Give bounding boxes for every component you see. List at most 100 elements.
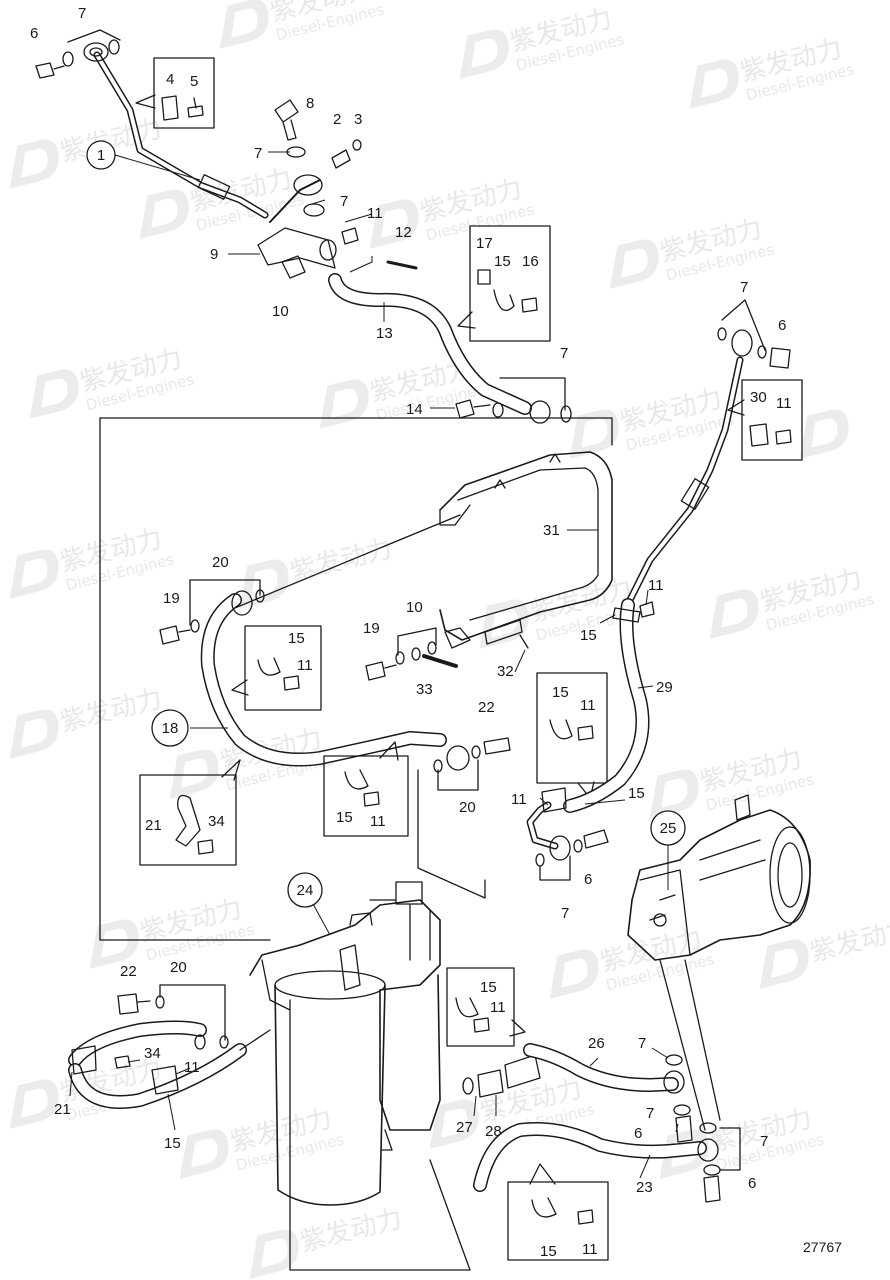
callout-label: 11 [184, 1059, 200, 1076]
filter-stud [339, 944, 361, 991]
detail-box-15-11-e [507, 1181, 609, 1261]
circled-callout-24: 24 [287, 872, 323, 908]
leader [229, 514, 461, 611]
bolt-6 [703, 1175, 721, 1203]
watermark-logo: 紫发动力 Diesel-Engines [360, 174, 536, 249]
banjo-fitting-1 [83, 42, 109, 62]
watermark-logo: 紫发动力 Diesel-Engines [680, 34, 856, 109]
callout-label: 5 [190, 73, 198, 90]
bracket-9 [257, 227, 336, 269]
bracket-31 [439, 451, 613, 641]
watermark-logo: 紫发动力 Diesel-Engines [130, 164, 306, 239]
callout-label: 6 [30, 25, 38, 42]
bolt-22 [117, 993, 151, 1015]
leader-23 [639, 1154, 651, 1179]
frame-line [659, 959, 721, 1131]
watermark-logo: 紫发动力 Diesel-Engines [700, 564, 876, 639]
bolt-12 [386, 260, 418, 270]
frame-line [99, 417, 271, 941]
callout-label: 11 [490, 999, 506, 1016]
detail-box-21-34 [139, 774, 237, 866]
detail-pointer [457, 311, 476, 329]
frame-line [99, 417, 613, 446]
callout-label: 22 [120, 963, 137, 980]
leader-11 [539, 797, 549, 806]
callout-label: 7 [740, 279, 748, 296]
callout-label: 7 [560, 345, 568, 362]
callout-label: 29 [656, 679, 673, 696]
callout-label: 19 [163, 590, 180, 607]
callout-label: 27 [456, 1119, 473, 1136]
leader-26 [589, 1057, 599, 1067]
callout-label: 26 [588, 1035, 605, 1052]
filter-head-detail [369, 899, 431, 961]
callout-label: 11 [297, 657, 313, 674]
detail-pointer [379, 741, 399, 761]
bolt-11 [775, 429, 792, 445]
hose-29-core [564, 599, 648, 812]
filter-fitting [349, 912, 373, 926]
leader-13 [349, 256, 373, 273]
watermark-logo: 紫发动力 [240, 1204, 405, 1279]
bolt-11 [341, 227, 359, 245]
callout-label: 30 [750, 389, 767, 406]
hose-26-core [524, 1044, 678, 1091]
pipe-29-upper-core [628, 358, 742, 602]
detail-box-15-11-b [536, 672, 608, 784]
watermark-logo: 紫发动力 [230, 534, 395, 609]
callout-label: 23 [636, 1179, 653, 1196]
pipe-1-sleeve [197, 174, 231, 200]
watermark-logo: 紫发动力 Diesel-Engines [560, 384, 736, 459]
callout-label: 20 [170, 959, 187, 976]
banjo-hole-1 [89, 47, 103, 57]
leader-15 [599, 614, 616, 624]
watermark-logo: 紫发动力 Diesel-Engines [470, 574, 646, 649]
callout-label: 10 [272, 303, 289, 320]
bracket-31-inner [457, 467, 599, 621]
leader-24 [311, 901, 331, 936]
banjo-fitting-18b [446, 745, 470, 771]
watermark-logo: 紫发动力 Diesel-Engines [20, 344, 196, 419]
callout-label: 31 [543, 522, 560, 539]
callout-label: 15 [580, 627, 597, 644]
callout-label: 14 [406, 401, 423, 418]
callout-label: 11 [367, 205, 383, 222]
bolt-6 [583, 829, 609, 849]
clamp-15 [549, 719, 573, 740]
circled-callout-1: 1 [86, 140, 116, 170]
washer [471, 745, 481, 759]
bolt-14 [455, 399, 491, 419]
leader [539, 855, 571, 881]
callout-label: 15 [494, 253, 511, 270]
washer-7 [665, 1054, 683, 1066]
callout-label: 7 [561, 905, 569, 922]
watermark-logo: 紫发动力 Diesel-Engines [450, 4, 626, 79]
leader [721, 299, 766, 351]
washer [492, 402, 504, 418]
leader-27 [473, 1095, 477, 1117]
banjo-fitting-29 [549, 835, 571, 861]
filter-drain [381, 1129, 393, 1151]
callout-label: 15 [336, 809, 353, 826]
pump-boss [734, 794, 751, 821]
filter-bowl-top [274, 970, 386, 1000]
bolt-6 [675, 1115, 693, 1143]
leader-11 [175, 1067, 191, 1075]
callout-label: 21 [145, 817, 162, 834]
leader [189, 579, 261, 626]
callout-label: 7 [78, 5, 86, 22]
bracket-31-end [439, 504, 471, 526]
callout-label: 7 [760, 1133, 768, 1150]
bolt-8 [274, 99, 299, 141]
callout-label: 24 [297, 882, 314, 899]
callout-label: 15 [288, 630, 305, 647]
leader-34 [127, 1059, 141, 1063]
leader-11 [645, 589, 649, 606]
detail-pointer [231, 679, 249, 696]
circled-callouts: 1 18 24 25 [86, 140, 686, 908]
detail-box-15-11-a [244, 625, 322, 711]
clamp-15 [455, 997, 479, 1018]
watermark-logo: 紫发动力 Diesel-Engines [210, 0, 386, 49]
washer [427, 641, 437, 655]
detail-pointer [135, 94, 156, 109]
